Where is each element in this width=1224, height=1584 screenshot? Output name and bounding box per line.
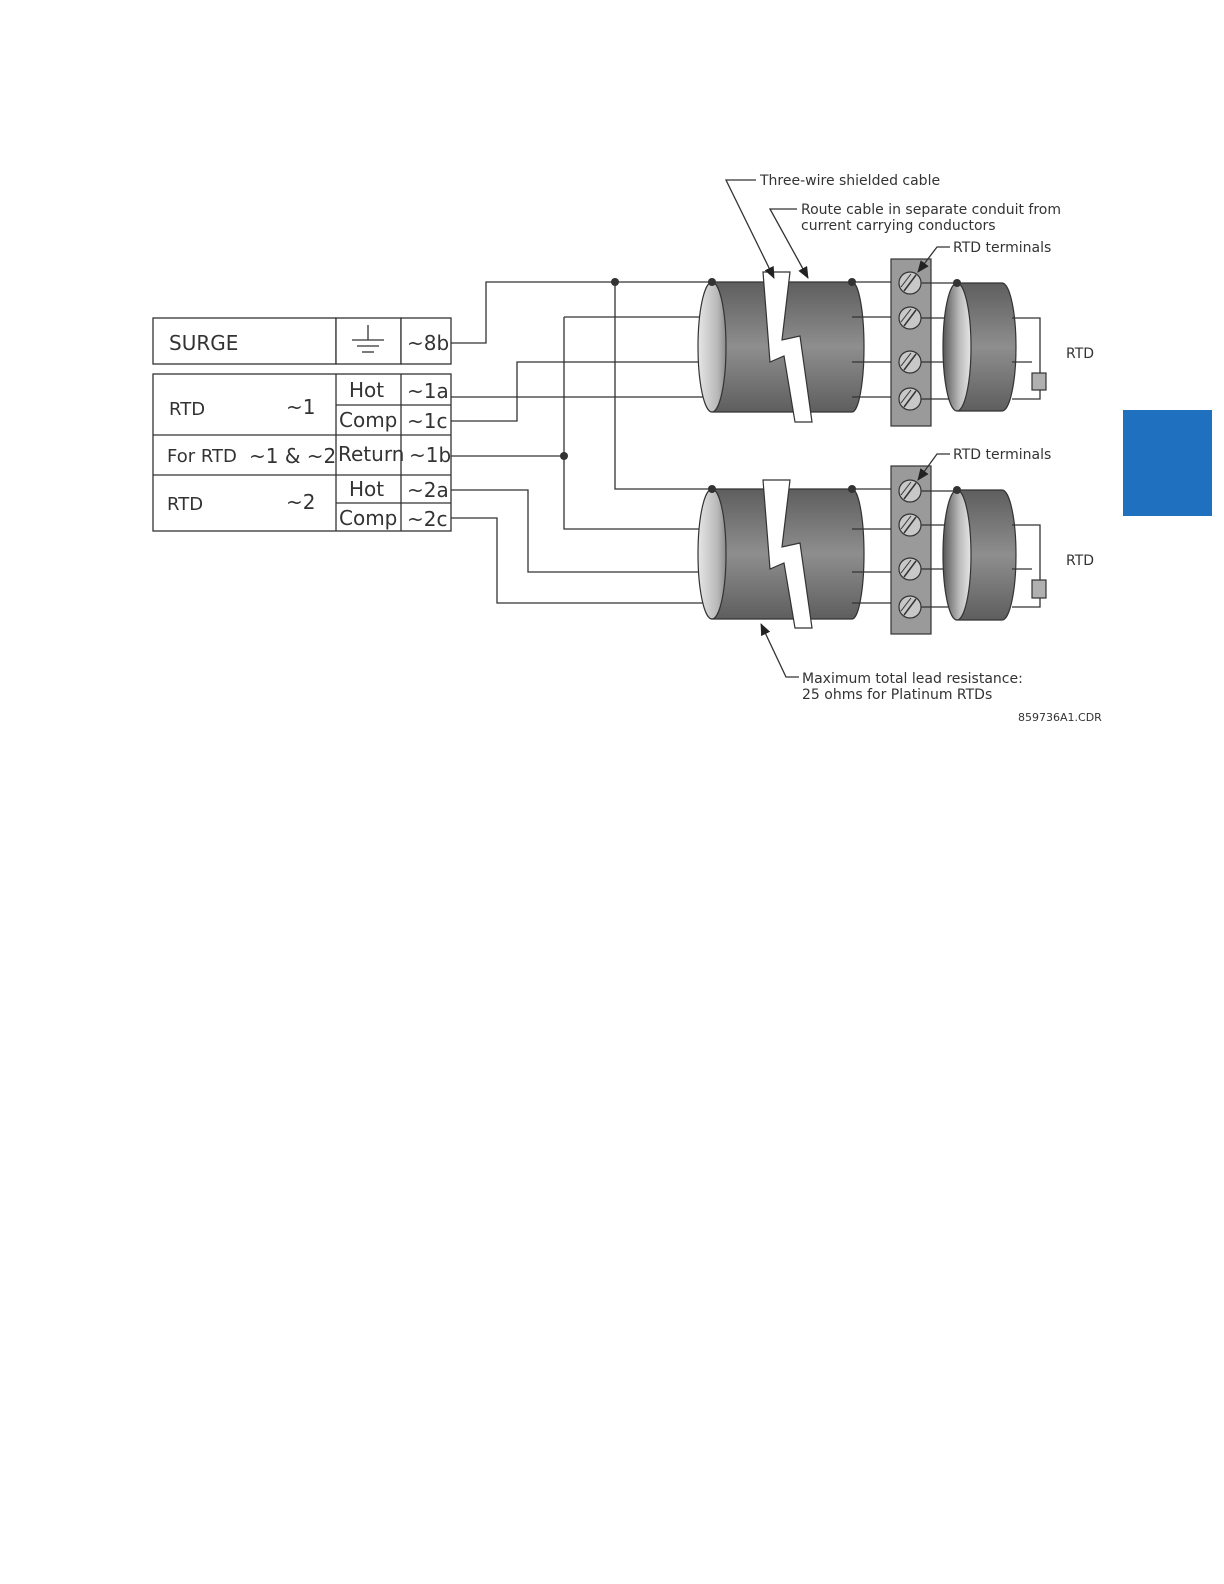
rtd1-label: RTD <box>169 399 205 420</box>
rtd-sensor-icon <box>1032 580 1046 598</box>
figure-id: 859736A1.CDR <box>1018 711 1102 724</box>
terminal-block: SURGE ~8b RTD ~1 Hot ~1a Comp ~1c For RT… <box>153 318 451 531</box>
wiring <box>451 278 712 603</box>
rtd-terminals-label-top: RTD terminals <box>953 240 1051 256</box>
rtd1-comp-label: Comp <box>339 408 397 432</box>
rtd1-hot-label: Hot <box>349 378 384 402</box>
surge-terminal: ~8b <box>407 331 449 355</box>
shield-branch-wire <box>615 282 712 489</box>
rtd2-label: RTD <box>167 494 203 515</box>
junction-dot <box>560 452 568 460</box>
terminal-screw-icon <box>899 514 921 536</box>
rtd-label-bottom: RTD <box>1066 553 1094 569</box>
rtd-lead-cable-bottom <box>921 486 1046 620</box>
annotations: Three-wire shielded cable Route cable in… <box>726 173 1102 724</box>
return-terminal: ~1b <box>409 443 451 467</box>
rtd2-hot-terminal: ~2a <box>407 478 449 502</box>
terminal-screw-icon <box>899 558 921 580</box>
shielded-cable-bottom <box>698 480 910 628</box>
route-annotation-line2: current carrying conductors <box>801 218 996 234</box>
rtd2-comp-terminal: ~2c <box>407 507 447 531</box>
rtd2-hot-label: Hot <box>349 477 384 501</box>
rtd-sensor-icon <box>1032 373 1046 390</box>
chapter-side-tab <box>1123 410 1212 516</box>
terminal-screw-icon <box>899 480 921 502</box>
rtd1-hot-terminal: ~1a <box>407 379 449 403</box>
rtd2-number: ~2 <box>286 490 315 514</box>
rtd2-comp-wire <box>451 518 712 603</box>
terminal-screw-icon <box>899 272 921 294</box>
shielded-cable-top <box>698 272 910 422</box>
rtd-lead-cable-top <box>921 279 1046 411</box>
rtd1-comp-wire <box>451 362 712 421</box>
return-bus-wire <box>564 317 712 529</box>
route-annotation-line1: Route cable in separate conduit from <box>801 202 1061 218</box>
surge-wire <box>451 282 712 343</box>
terminal-screw-icon <box>899 307 921 329</box>
terminal-screw-icon <box>899 596 921 618</box>
junction-dot <box>611 278 619 286</box>
rtd-label-top: RTD <box>1066 346 1094 362</box>
terminal-screw-icon <box>899 388 921 410</box>
rtd2-comp-label: Comp <box>339 506 397 530</box>
surge-ground-cell <box>336 318 401 364</box>
cable-annotation: Three-wire shielded cable <box>759 173 940 189</box>
return-row-number: ~1 & ~2 <box>249 444 336 468</box>
terminal-screw-icon <box>899 351 921 373</box>
rtd1-comp-terminal: ~1c <box>407 409 447 433</box>
return-row-label: For RTD <box>167 446 237 467</box>
resistance-annotation-line1: Maximum total lead resistance: <box>802 671 1023 687</box>
rtd2-hot-wire <box>451 490 712 572</box>
resistance-annotation-line2: 25 ohms for Platinum RTDs <box>802 687 992 703</box>
surge-label: SURGE <box>169 331 238 355</box>
rtd-terminal-strip-top <box>891 259 931 426</box>
rtd-terminals-label-bottom: RTD terminals <box>953 447 1051 463</box>
rtd1-number: ~1 <box>286 395 315 419</box>
return-label: Return <box>338 442 404 466</box>
